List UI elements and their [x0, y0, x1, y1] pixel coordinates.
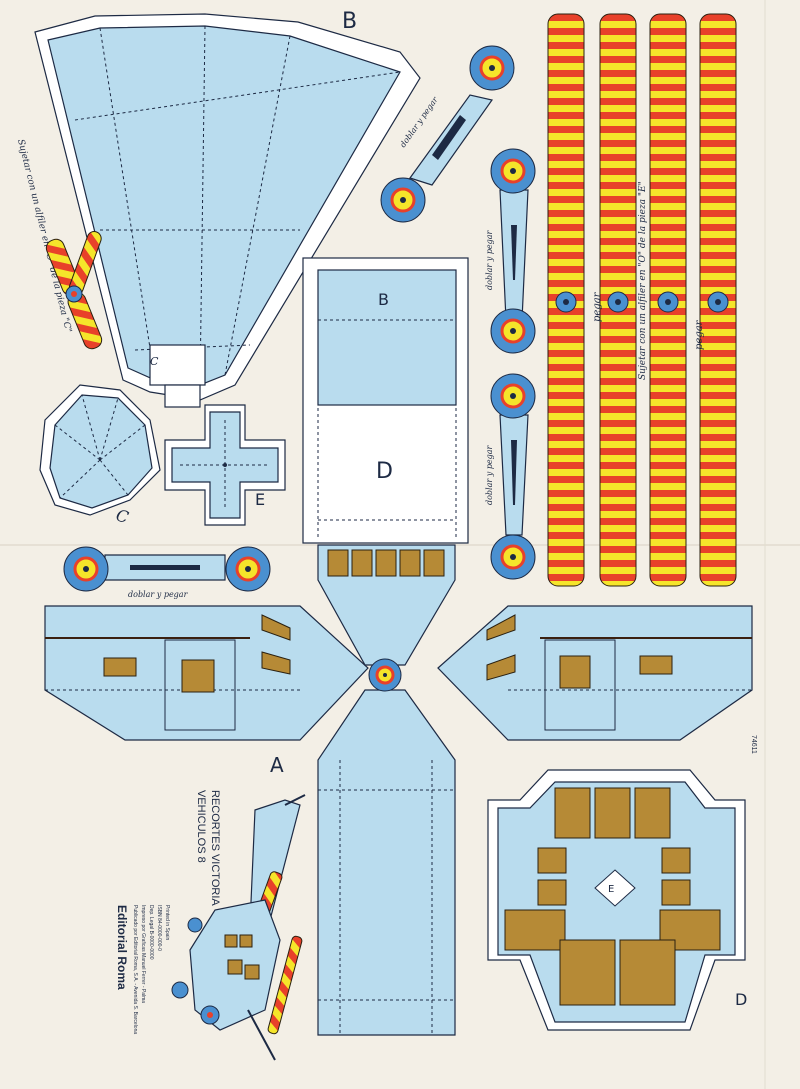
fold-glue-label-4: doblar y pegar — [128, 590, 189, 599]
rotor-blade-2 — [599, 13, 637, 587]
wheel-axle-side — [63, 546, 271, 592]
sheet-title-line-1: RECORTES VICTORIA — [209, 790, 221, 906]
svg-text:E: E — [608, 884, 614, 895]
imprint-line-5: Printed in Spain — [164, 905, 170, 941]
imprint-line-1: Publicado por Editorial Roma, S.A. - Ave… — [132, 905, 138, 1034]
piece-d-cabin-top: B — [302, 257, 469, 544]
instruction-pin-rotor: Sujetar con un alfiler en "O" de la piez… — [638, 181, 648, 380]
piece-e-label: E — [255, 490, 265, 509]
piece-b-tail-boom: C — [34, 13, 421, 408]
publisher-name: Editorial Roma — [115, 905, 129, 990]
piece-a-fuselage — [44, 544, 753, 1036]
assembled-helicopter-illustration — [171, 794, 306, 1061]
glue-label-1: pegar — [592, 291, 603, 322]
piece-d-label: D — [376, 459, 393, 484]
piece-c-nose — [39, 384, 161, 516]
wheel-axle-low — [490, 373, 536, 580]
wheel-axle-mid — [490, 148, 536, 354]
imprint-line-3: Dep. Legal B-0000-0000 — [148, 905, 154, 960]
svg-text:B: B — [378, 290, 389, 309]
fold-glue-label-2: doblar y pegar — [485, 229, 494, 290]
piece-b-label: B — [342, 9, 357, 34]
piece-a-label: A — [270, 753, 284, 777]
piece-c-label: C — [114, 506, 131, 528]
glue-label-2: pegar — [694, 319, 705, 350]
piece-c-label-on-b: C — [150, 355, 159, 368]
piece-d-floor-label: D — [735, 990, 747, 1009]
rotor-blade-4 — [699, 13, 737, 587]
rotor-blade-3 — [649, 13, 687, 587]
instruction-pin-tail: Sujetar con un alfiler en "O" de la piez… — [15, 138, 73, 334]
wheel-axle-top — [380, 45, 515, 223]
imprint-line-2: Impreso por Graficas Manuel Ferrer - Pal… — [140, 905, 146, 1003]
sheet-code: 74611 — [750, 735, 757, 754]
tail-rotor — [45, 231, 103, 350]
sheet-title-line-2: VEHICULOS 8 — [195, 790, 207, 863]
imprint-line-4: ISBN 84-0000-000-0 — [156, 905, 162, 951]
piece-e-rotor-hub — [164, 404, 286, 526]
piece-d-floor: E — [487, 769, 746, 1031]
fold-glue-label-3: doblar y pegar — [485, 444, 494, 505]
rotor-blade-1 — [547, 13, 585, 587]
